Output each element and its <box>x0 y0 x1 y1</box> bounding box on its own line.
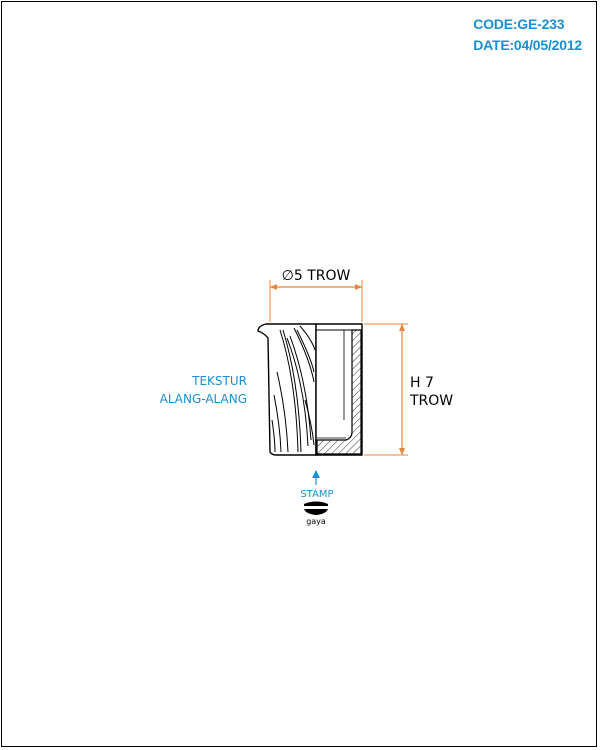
height-label-line2: TROW <box>409 393 453 409</box>
stamp-mark-top <box>304 501 328 506</box>
height-arrow-top <box>399 324 405 331</box>
cup-wall-section <box>316 329 362 455</box>
diameter-label: ∅5 TROW <box>282 268 351 284</box>
diameter-dimension: ∅5 TROW <box>269 268 363 322</box>
stamp-pointer-arrow <box>312 470 320 478</box>
grass-texture <box>271 325 316 453</box>
drawing-date: DATE:04/05/2012 <box>473 37 582 53</box>
height-arrow-bottom <box>399 448 405 455</box>
stamp-mark-bottom <box>304 509 328 515</box>
diameter-arrow-left <box>270 284 277 290</box>
product-code: CODE:GE-233 <box>473 16 565 32</box>
code-block: CODE:GE-233 DATE:04/05/2012 <box>473 14 582 56</box>
texture-label-line2: ALANG-ALANG <box>160 392 247 406</box>
diameter-arrow-right <box>355 284 362 290</box>
height-label-line1: H 7 <box>410 375 434 391</box>
texture-label-line1: TEKSTUR <box>191 374 247 388</box>
stamp-annotation: STAMP gaya <box>300 470 334 526</box>
stamp-label: STAMP <box>300 489 333 500</box>
stamp-text: gaya <box>306 517 326 526</box>
cup-drawing <box>257 323 363 456</box>
height-dimension: H 7 TROW <box>364 323 453 456</box>
cup-section-half <box>315 323 363 456</box>
